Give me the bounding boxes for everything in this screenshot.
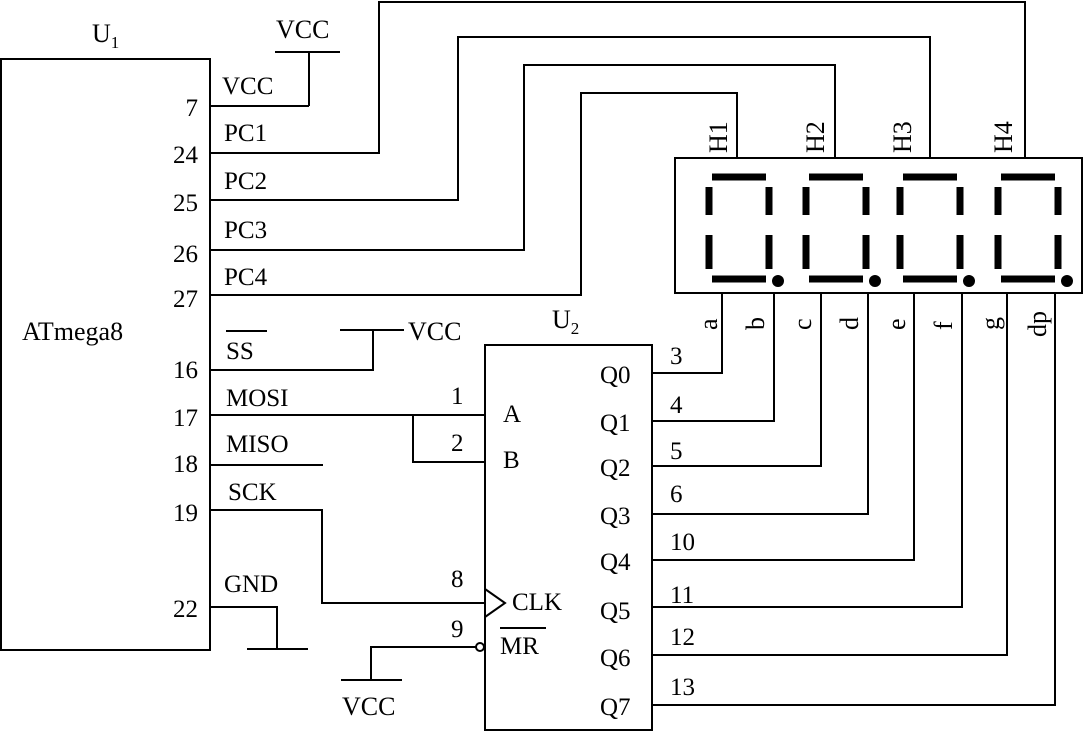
ground-symbol [210, 606, 308, 650]
u1-pin-num: 24 [173, 142, 199, 169]
u2-output-name: Q1 [600, 410, 631, 437]
wire-q0-seg-a [652, 293, 723, 374]
wire-q7-seg-dp [652, 293, 1056, 706]
u1-pin-name: MISO [226, 431, 289, 458]
u2-output-name: Q5 [600, 598, 631, 625]
segment-label-b: b [741, 317, 770, 330]
decimal-point [963, 275, 975, 287]
u1-part-name: ATmega8 [22, 317, 123, 346]
ss-vcc-tie: VCC [210, 317, 461, 371]
decimal-point [772, 275, 784, 287]
wire-q3-seg-d [652, 293, 869, 515]
wire-mr-vcc [370, 646, 476, 680]
u2-output-name: Q2 [600, 455, 631, 482]
wire-pc3-h2 [210, 64, 836, 251]
decimal-point [869, 275, 881, 287]
wire-mosi [210, 414, 485, 463]
u1-pin-name: PC2 [224, 168, 267, 195]
u1-pin-num: 18 [173, 451, 198, 478]
u2-output-pin-num: 10 [670, 529, 695, 556]
u1-pin-num: 27 [173, 286, 198, 313]
u2-input-name-mr: MR [500, 633, 539, 660]
wire-sck-clk [210, 509, 485, 604]
wire-q1-seg-b [652, 293, 775, 422]
u2-chip-body [484, 344, 653, 731]
ss-vcc-label: VCC [408, 317, 461, 346]
u1-pin-name: GND [224, 571, 278, 598]
u2-input-name-a: A [503, 401, 521, 428]
clock-triangle-icon [484, 588, 507, 618]
u2-output-name: Q0 [600, 362, 631, 389]
u1-pin-num: 19 [173, 500, 198, 527]
wire-pc2-h3 [210, 36, 931, 201]
u2-output-pin-num: 6 [670, 481, 683, 508]
digit-h1 [705, 173, 784, 287]
u2-output-pin-num: 13 [670, 674, 695, 701]
u2-input-pin-num: 1 [451, 383, 464, 410]
digit-label-h4: H4 [989, 121, 1018, 153]
u2-input-name-b: B [503, 447, 520, 474]
u1-pin-num: 16 [173, 357, 198, 384]
u1-vcc-label: VCC [276, 15, 329, 44]
segment-label-e: e [882, 318, 911, 330]
segment-label-a: a [694, 318, 723, 330]
u1-chip-body [0, 58, 211, 651]
wire-q5-seg-f [652, 293, 963, 608]
u1-pin-name: SCK [228, 479, 277, 506]
u1-pin-name: PC1 [224, 120, 267, 147]
digit-h2 [802, 173, 881, 287]
u1-pin-name-ss: SS [226, 338, 254, 365]
u1-pin-num: 7 [186, 95, 199, 122]
digit-label-h2: H2 [801, 121, 830, 153]
u1-pin-name: VCC [222, 73, 273, 100]
u2-reference: U2 [552, 305, 579, 338]
mr-inversion-bubble [475, 642, 485, 652]
u2-output-name: Q6 [600, 645, 631, 672]
u2-input-pin-num: 8 [451, 566, 464, 593]
digit-h4 [994, 173, 1073, 287]
u2-output-name: Q3 [600, 503, 631, 530]
wire-pc4-h1 [210, 92, 738, 296]
segment-label-d: d [835, 317, 864, 330]
u2-output-pin-num: 11 [670, 582, 694, 609]
u1-pin-num: 26 [173, 241, 198, 268]
segment-label-g: g [976, 317, 1005, 330]
u2-output-pin-num: 3 [670, 343, 683, 370]
segment-label-c: c [788, 318, 817, 330]
u1-pin-name: PC4 [224, 264, 268, 291]
u2-output-pin-num: 4 [670, 392, 683, 419]
u1-pin-name: MOSI [226, 385, 289, 412]
u1-pin-num: 25 [173, 190, 198, 217]
u1-pin-name: PC3 [224, 217, 267, 244]
decimal-point [1061, 275, 1073, 287]
u1-reference: U1 [92, 19, 119, 52]
u2-output-pin-num: 5 [670, 438, 683, 465]
u1-pin-num: 22 [173, 596, 198, 623]
wire-q6-seg-g [652, 293, 1008, 656]
wire-q2-seg-c [652, 293, 822, 467]
wire-q4-seg-e [652, 293, 915, 561]
u2-input-name-clk: CLK [512, 589, 562, 616]
u2-output-pin-num: 12 [670, 624, 695, 651]
u2-output-name: Q4 [600, 549, 631, 576]
mr-vcc-label: VCC [342, 692, 395, 721]
wire-pc1-h4 [210, 1, 1026, 158]
u2-input-pin-num: 2 [451, 430, 464, 457]
digit-label-h3: H3 [888, 121, 917, 153]
u1-pin-num: 17 [173, 405, 198, 432]
u2-output-name: Q7 [600, 694, 631, 721]
segment-label-dp: dp [1023, 311, 1052, 337]
digit-label-h1: H1 [704, 121, 733, 153]
u2-input-pin-num: 9 [451, 616, 464, 643]
segment-label-f: f [929, 321, 958, 330]
digit-h3 [896, 173, 975, 287]
u1-vcc-symbol: VCC [210, 15, 340, 107]
